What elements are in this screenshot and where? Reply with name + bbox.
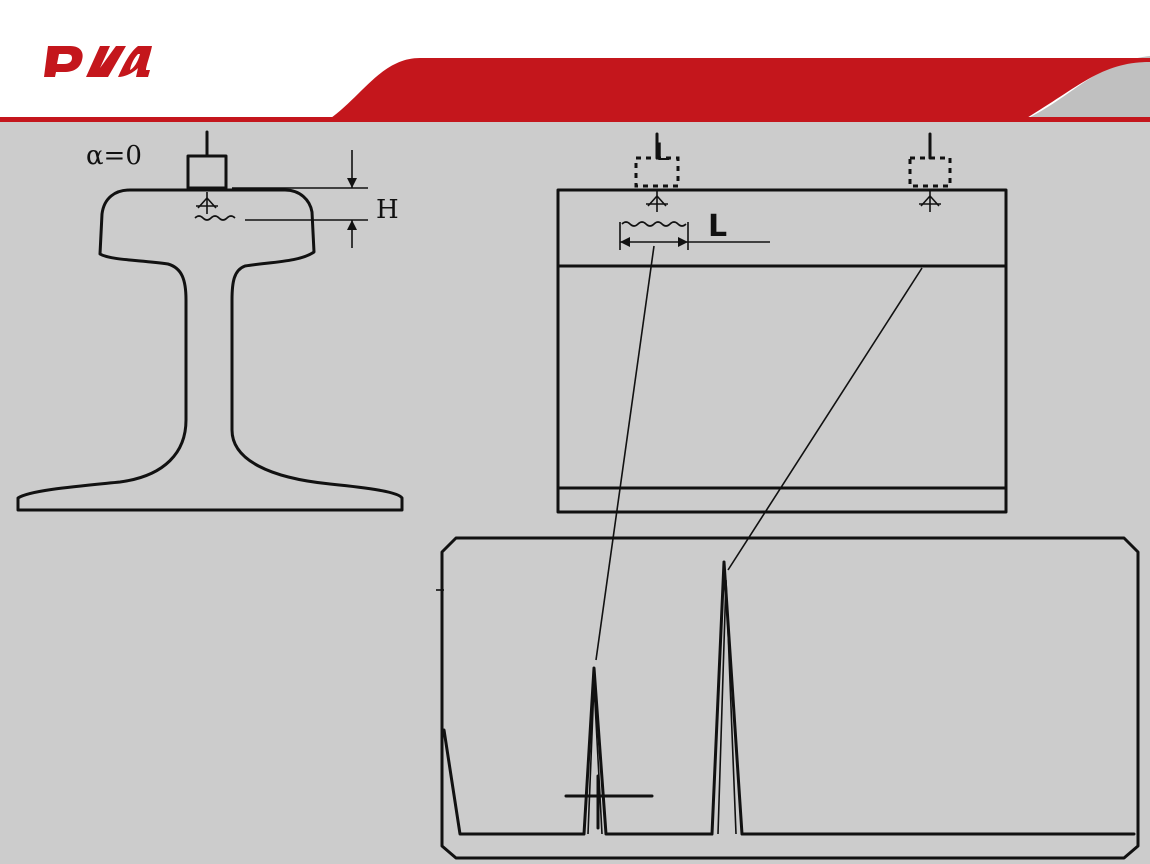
flaw-detector-screen <box>436 536 1140 860</box>
probe-beam-symbol <box>196 192 218 214</box>
projection-line-defect <box>595 245 655 661</box>
rail-side-outline <box>556 188 1008 514</box>
depth-dimension <box>232 150 368 248</box>
slide-header <box>0 0 1150 122</box>
header-red-band <box>325 58 1150 122</box>
rail-cross-section: α=0 H <box>16 130 404 512</box>
projection-line-bottom <box>727 267 923 571</box>
defect-mark <box>194 215 236 221</box>
depth-label: H <box>376 195 399 225</box>
probe-2-beam-symbol <box>919 190 941 212</box>
header-grey-band <box>300 56 1150 122</box>
rzd-logo <box>44 46 152 77</box>
alpha-label: α=0 <box>86 141 142 171</box>
screen-frame <box>440 536 1140 860</box>
header-bottom-line <box>0 117 1150 122</box>
probe-position-2 <box>908 156 952 188</box>
probe-l-label: L <box>656 138 670 166</box>
defect-length-label: L <box>708 209 727 244</box>
defect-length-dimension <box>619 221 770 250</box>
rail-profile-outline <box>16 188 404 512</box>
probe-1-beam-symbol <box>646 190 668 212</box>
signal-trace <box>442 560 1136 836</box>
rail-side-view: L L <box>556 132 1008 514</box>
probe-straight <box>186 154 228 190</box>
projection-lines <box>595 245 923 661</box>
